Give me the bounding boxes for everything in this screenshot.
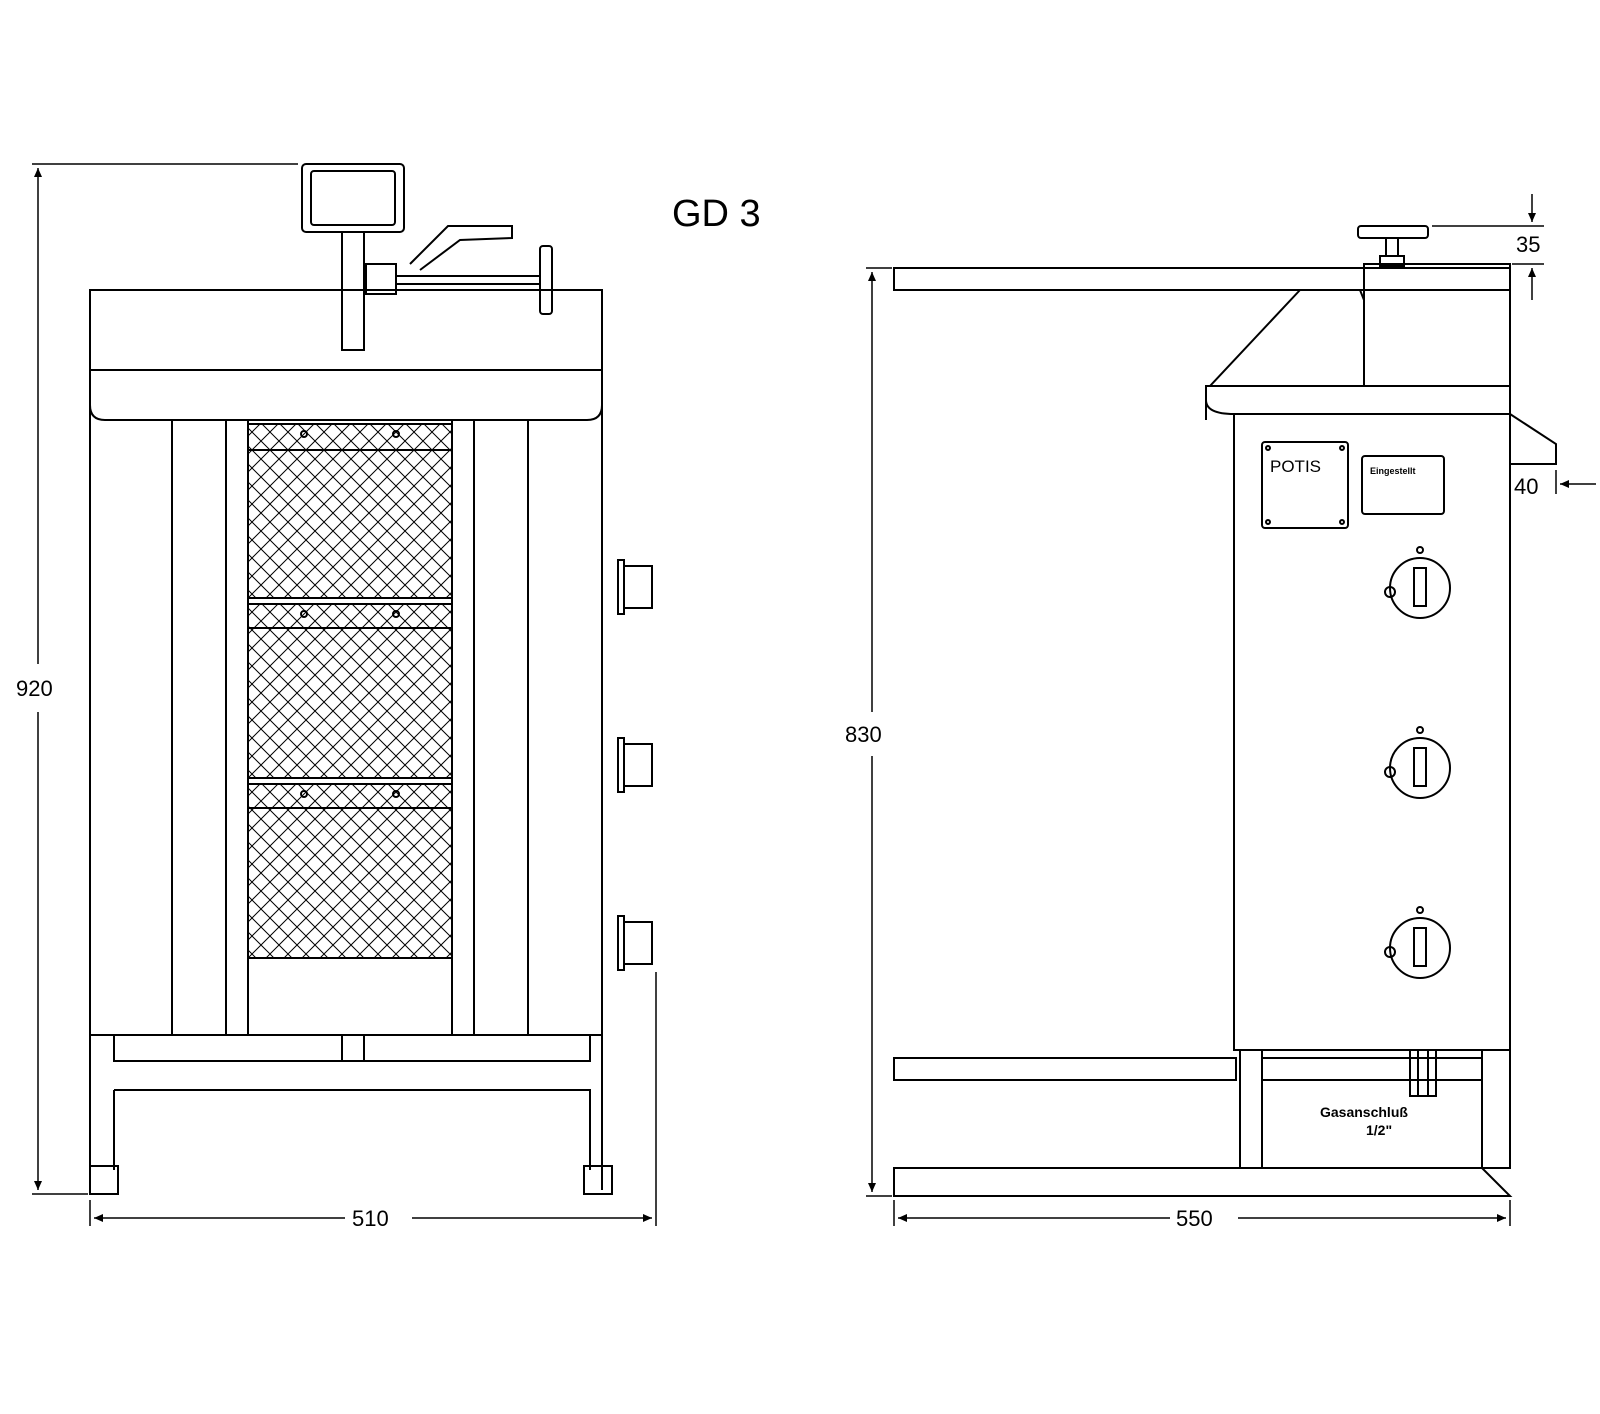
burner-panel-2 bbox=[247, 603, 453, 779]
front-view bbox=[89, 163, 653, 1195]
front-top-lip bbox=[89, 370, 603, 421]
side-offset-label: 40 bbox=[1514, 474, 1538, 499]
setting-plate bbox=[1361, 455, 1445, 515]
side-base-rail bbox=[893, 1167, 1513, 1197]
spit-column bbox=[341, 231, 365, 351]
front-width-label: 510 bbox=[352, 1206, 389, 1231]
spit-handle bbox=[539, 245, 553, 315]
side-front-leg bbox=[1239, 1049, 1263, 1169]
side-view bbox=[893, 225, 1557, 1197]
front-knob-3 bbox=[617, 915, 653, 971]
gas-connection-label: Gasanschluß bbox=[1320, 1104, 1408, 1120]
spit-coupling bbox=[365, 263, 397, 295]
side-body bbox=[1233, 413, 1511, 1051]
front-foot-right bbox=[583, 1165, 613, 1195]
front-knob-1 bbox=[617, 559, 653, 615]
front-top-cabinet bbox=[89, 289, 603, 371]
drawing-title: GD 3 bbox=[672, 193, 761, 235]
setting-plate-label: Eingestellt bbox=[1370, 466, 1416, 476]
side-drip-tray bbox=[1509, 413, 1557, 465]
side-knob-1 bbox=[1384, 546, 1451, 619]
burner-panel-1 bbox=[247, 423, 453, 599]
side-top-rail bbox=[893, 267, 1511, 291]
front-dimensions bbox=[32, 163, 657, 1226]
display-frame bbox=[301, 163, 405, 233]
front-foot-left bbox=[89, 1165, 119, 1195]
side-height-label: 830 bbox=[845, 722, 882, 747]
gas-connector bbox=[1409, 1049, 1437, 1097]
burner-panel-3 bbox=[247, 783, 453, 959]
front-height-label: 920 bbox=[16, 676, 53, 701]
brand-plate-label: POTIS bbox=[1270, 457, 1321, 476]
gas-connection-size: 1/2" bbox=[1366, 1122, 1392, 1138]
front-knob-2 bbox=[617, 737, 653, 793]
side-knob-3 bbox=[1384, 906, 1451, 979]
spit-arm bbox=[409, 225, 513, 271]
top-offset-label: 35 bbox=[1516, 232, 1540, 257]
top-knob bbox=[1357, 225, 1429, 239]
side-rear-leg bbox=[1481, 1049, 1511, 1169]
motor-housing bbox=[1363, 263, 1511, 387]
display-screen bbox=[310, 170, 396, 226]
side-width-label: 550 bbox=[1176, 1206, 1213, 1231]
side-dimensions bbox=[866, 194, 1596, 1226]
side-knob-2 bbox=[1384, 726, 1451, 799]
brand-plate bbox=[1261, 441, 1349, 529]
